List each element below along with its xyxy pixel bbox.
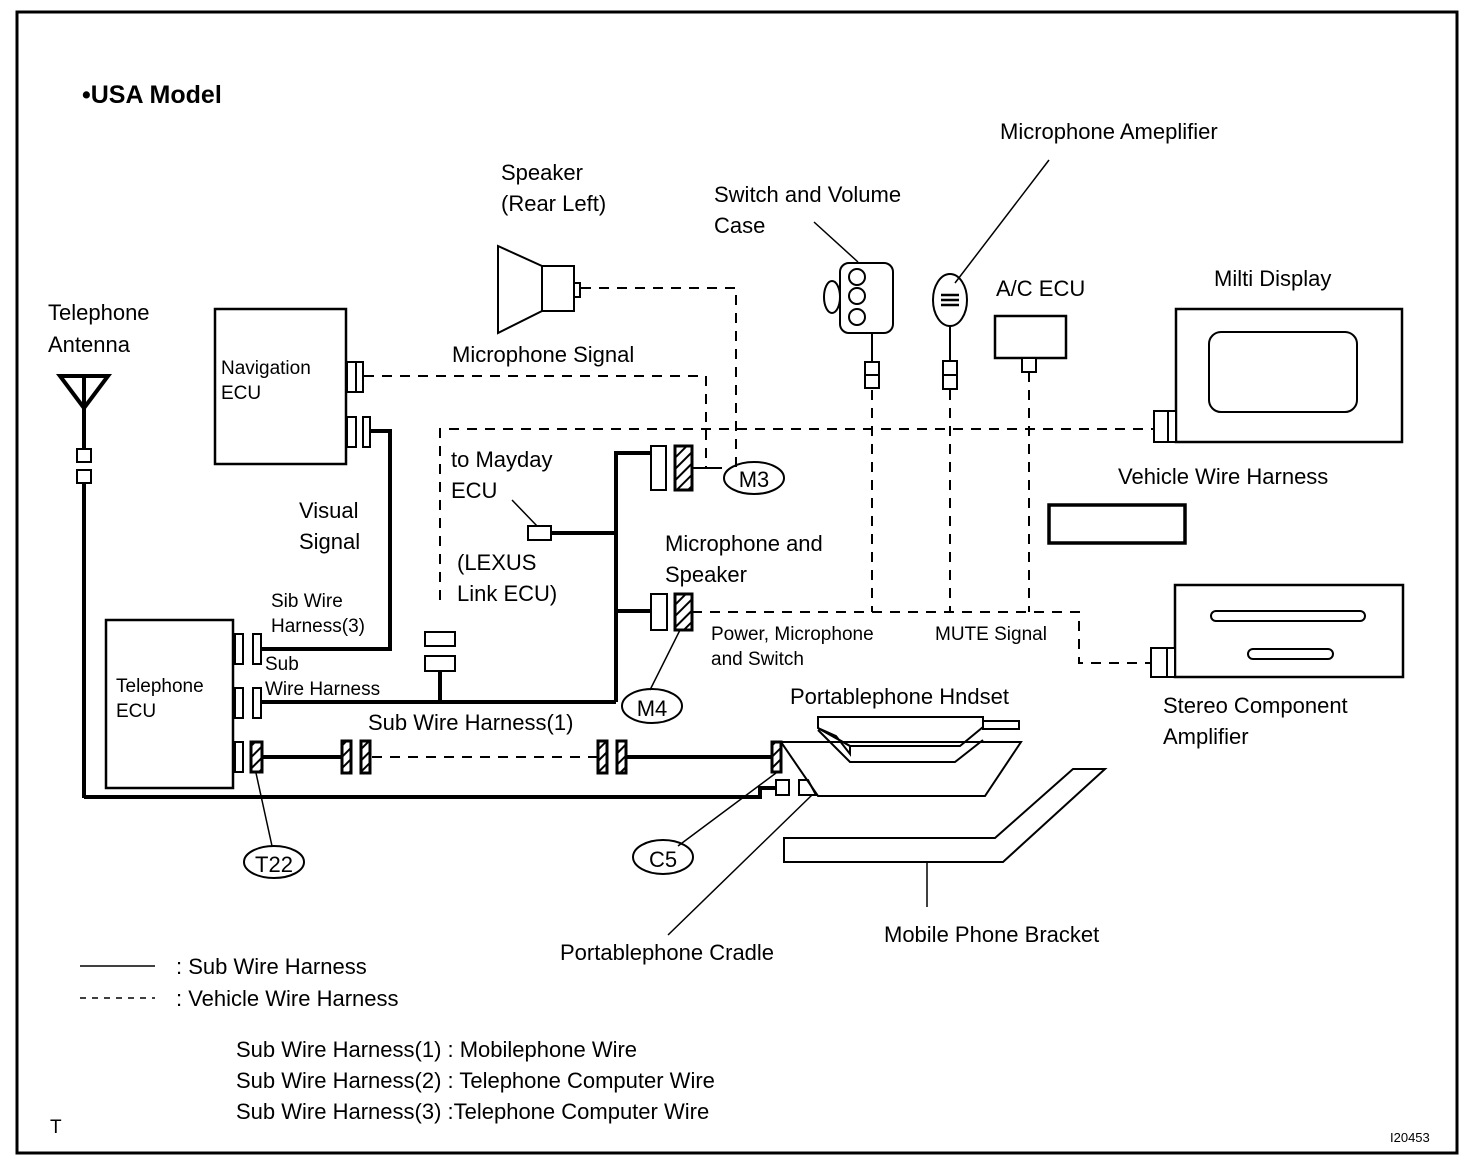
- tel-ecu-label-line1: Telephone: [116, 676, 204, 697]
- antenna-label-line1: Telephone: [48, 300, 150, 325]
- stereo-amp-label-line2: Amplifier: [1163, 724, 1249, 749]
- bracket-label: Mobile Phone Bracket: [884, 922, 1099, 947]
- microphone-amplifier: Microphone Ameplifier: [932, 119, 1218, 390]
- connector-m3-badge: [723, 461, 785, 495]
- sub-wire-harness-label-line1: Sub: [265, 654, 299, 675]
- multi-display: Milti Display: [1153, 266, 1404, 444]
- switch-label-line2: Case: [714, 213, 765, 238]
- stereo-amp-label-line1: Stereo Component: [1163, 693, 1348, 718]
- switch-icon: [839, 262, 894, 334]
- connector-m4-label: M4: [637, 696, 668, 721]
- legend: : Sub Wire Harness : Vehicle Wire Harnes…: [80, 954, 715, 1124]
- speaker-wire: [581, 287, 737, 470]
- diagram-title: •USA Model: [82, 81, 222, 109]
- sib-wire-harness-3-label-line1: Sib Wire: [271, 591, 343, 612]
- lexus-link-label-line1: (LEXUS: [457, 550, 536, 575]
- telephone-ecu: Telephone ECU: [104, 618, 264, 790]
- antenna-cable: [84, 786, 776, 799]
- connector-c5-badge: [632, 839, 694, 875]
- speaker-label-line2: (Rear Left): [501, 191, 606, 216]
- visual-signal-label-line1: Visual: [299, 498, 359, 523]
- microphone-signal-wire: [364, 375, 707, 468]
- power-mic-switch-label-line2: and Switch: [711, 649, 804, 670]
- switch-label-line1: Switch and Volume: [714, 182, 901, 207]
- navigation-ecu: Navigation ECU: [213, 307, 371, 466]
- power-mic-switch-label-line1: Power, Microphone: [711, 624, 874, 645]
- vehicle-wire-harness-icon: [1047, 503, 1187, 545]
- legend-note-3: Sub Wire Harness(3) :Telephone Computer …: [236, 1099, 709, 1124]
- speaker-rear-left: Speaker (Rear Left): [497, 160, 606, 335]
- nav-connector-2: [346, 416, 357, 448]
- handset-label: Portablephone Hndset: [790, 684, 1009, 709]
- mayday-ecu: to Mayday ECU (LEXUS Link ECU): [451, 447, 557, 606]
- sub-wire-harness-1-label: Sub Wire Harness(1): [368, 710, 573, 735]
- lexus-link-label-line2: Link ECU): [457, 581, 557, 606]
- ac-ecu: A/C ECU: [993, 276, 1085, 373]
- sub-wire-harness-trunk: [614, 451, 651, 702]
- power-mic-switch-wire: [692, 611, 1150, 664]
- portablephone-cradle: [667, 740, 1023, 936]
- connector-c5-label: C5: [649, 847, 677, 872]
- multi-display-label: Milti Display: [1214, 266, 1331, 291]
- connector-m4-badge: [621, 688, 683, 724]
- microphone-signal-label: Microphone Signal: [452, 342, 634, 367]
- vehicle-wire-harness-label: Vehicle Wire Harness: [1118, 464, 1328, 489]
- legend-note-2: Sub Wire Harness(2) : Telephone Computer…: [236, 1068, 715, 1093]
- legend-solid-label: : Sub Wire Harness: [176, 954, 367, 979]
- ac-ecu-label: A/C ECU: [996, 276, 1085, 301]
- visual-signal-wire: [262, 429, 392, 651]
- legend-dashed-label: : Vehicle Wire Harness: [176, 986, 399, 1011]
- mic-amp-label: Microphone Ameplifier: [1000, 119, 1218, 144]
- vehicle-wire-harness-main: [439, 428, 1153, 600]
- visual-signal-label-line2: Signal: [299, 529, 360, 554]
- mayday-label-line1: to Mayday: [451, 447, 553, 472]
- legend-note-1: Sub Wire Harness(1) : Mobilephone Wire: [236, 1037, 637, 1062]
- portablephone-handset: Portablephone Hndset: [790, 684, 1020, 763]
- connector-m3-label: M3: [739, 467, 770, 492]
- nav-ecu-label-line2: ECU: [221, 383, 261, 404]
- microphone-and-speaker: Microphone and Speaker M4: [621, 531, 823, 724]
- connector-m3-group: M3: [650, 444, 785, 495]
- nav-connector-1: [346, 361, 357, 393]
- speaker-icon: [497, 244, 543, 335]
- diagram-frame: [15, 10, 1459, 1155]
- nav-ecu-label-line1: Navigation: [221, 358, 311, 379]
- sub-wire-harness-label-line2: Wire Harness: [265, 679, 380, 700]
- tel-ecu-label-line2: ECU: [116, 701, 156, 722]
- corner-mark: T: [50, 1117, 62, 1138]
- mic-speaker-label-line1: Microphone and: [665, 531, 823, 556]
- speaker-label-line1: Speaker: [501, 160, 583, 185]
- sib-wire-harness-3-label-line2: Harness(3): [271, 616, 365, 637]
- mayday-label-line2: ECU: [451, 478, 497, 503]
- antenna-label-line2: Antenna: [48, 332, 131, 357]
- mobile-phone-bracket: Mobile Phone Bracket: [783, 768, 1108, 947]
- antenna-connector: [76, 448, 92, 463]
- mute-signal-label: MUTE Signal: [935, 624, 1047, 645]
- cradle-label: Portablephone Cradle: [560, 940, 774, 965]
- connector-t22-label: T22: [255, 852, 293, 877]
- mic-speaker-label-line2: Speaker: [665, 562, 747, 587]
- telephone-antenna: Telephone Antenna: [48, 300, 150, 798]
- figure-id: I20453: [1390, 1130, 1430, 1145]
- connector-t22-badge: [243, 845, 305, 879]
- stereo-component-amplifier: Stereo Component Amplifier: [1150, 583, 1405, 749]
- switch-volume-case: Switch and Volume Case: [714, 182, 901, 389]
